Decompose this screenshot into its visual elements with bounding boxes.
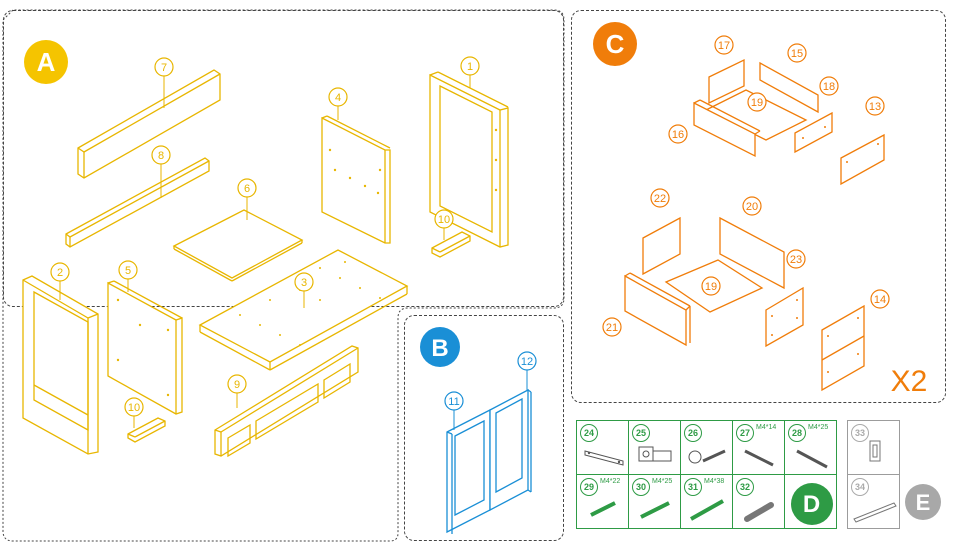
callout-c-2: 18 [823,81,835,93]
hardware-31-size: M4*38 [704,478,725,485]
hardware-33-number: 33 [851,424,869,442]
callout-c-9: 19 [705,281,717,293]
part-10-foot-left [127,417,166,443]
hardware-25-number: 25 [632,424,650,442]
callout-c-3: 19 [751,97,763,109]
hardware-32: 32 [732,474,785,529]
part-8-rail [65,157,210,248]
hardware-30-size: M4*25 [652,478,673,485]
hardware-grid-d: 24 25 26 27 M4*14 28 M4*25 29 M4*22 30 M… [576,420,840,529]
part-6-shelf [172,209,304,282]
callout-a-7: 5 [125,265,131,277]
hardware-30-number: 30 [632,478,650,496]
callout-a-8: 3 [301,277,307,289]
cam-bolt-icon [688,449,726,464]
section-badges: A C B X2 [24,22,927,398]
screw-icon [744,449,774,467]
part-9-front [214,345,359,458]
callout-a-0: 7 [161,62,167,74]
callout-a-9: 10 [128,402,140,414]
hardware-25: 25 [628,420,681,475]
callout-c-11: 14 [874,294,886,306]
screw-icon [590,501,616,517]
callout-a-3: 8 [158,150,164,162]
hardware-30: 30 M4*25 [628,474,681,529]
callout-a-5: 10 [438,214,450,226]
section-c-badge: C [606,29,625,59]
hardware-28-number: 28 [788,424,806,442]
handle-icon [853,502,897,523]
hardware-24-number: 24 [580,424,598,442]
hardware-31: 31 M4*38 [680,474,733,529]
hardware-34-number: 34 [851,478,869,496]
hardware-31-number: 31 [684,478,702,496]
screw-icon [640,501,670,519]
knob-icon [869,440,881,462]
hardware-32-number: 32 [736,478,754,496]
quantity-multiplier: X2 [891,365,928,398]
hardware-28: 28 M4*25 [784,420,837,475]
part-7-board [77,69,221,179]
dowel-icon [744,502,774,522]
section-d-label: D [802,491,821,518]
section-a-badge: A [37,47,56,77]
callout-b-1: 12 [521,356,533,368]
part-1-frame [429,71,509,248]
callout-c-7: 20 [746,201,758,213]
callout-b-0: 11 [448,396,459,408]
cam-lock-rail-icon [584,450,624,466]
section-c-parts [624,58,885,392]
part-12-door [489,388,532,512]
section-a-parts [22,69,509,458]
part-4-panel [321,115,391,244]
callout-c-10: 21 [606,322,618,334]
part-11-door [446,408,491,534]
callout-c-0: 17 [718,40,730,52]
hardware-29-number: 29 [580,478,598,496]
hardware-29-size: M4*22 [600,478,621,485]
screw-icon [690,499,724,521]
section-b-parts [446,388,532,534]
section-c-panel [571,10,946,403]
section-d-badge-cell: D [784,474,837,529]
hardware-26-number: 26 [684,424,702,442]
hardware-27-size: M4*14 [756,424,777,431]
hardware-26: 26 [680,420,733,475]
hinge-icon [638,446,672,462]
screw-icon [796,449,828,469]
part-2-frame [22,275,99,455]
callout-c-4: 16 [672,129,684,141]
callout-c-5: 13 [869,101,881,113]
hardware-27-number: 27 [736,424,754,442]
section-e-badge [905,484,941,520]
section-b-panel [404,315,564,541]
section-e-label: E [915,490,931,515]
section-b-badge: B [431,335,448,362]
callout-c-8: 23 [790,254,802,266]
callout-c-6: 22 [654,193,666,205]
callout-a-2: 1 [467,61,473,73]
hardware-28-size: M4*25 [808,424,829,431]
hardware-29: 29 M4*22 [576,474,629,529]
part-14-panel [821,304,865,392]
hardware-27: 27 M4*14 [732,420,785,475]
part-13-panel [840,133,885,186]
drawer-top [693,58,833,158]
hardware-grid-e: 33 34 E [847,420,947,529]
callout-a-6: 2 [57,267,63,279]
callout-a-1: 4 [335,92,341,104]
part-5-panel [107,280,183,415]
hardware-34: 34 [847,474,900,529]
section-d-badge [791,483,833,525]
hardware-24: 24 [576,420,629,475]
part-callouts: 7 4 1 8 6 10 2 5 3 10 9 11 12 17 1 [50,35,890,430]
callout-a-4: 6 [244,183,250,195]
callout-c-1: 15 [791,48,803,60]
part-10-foot-right [431,231,471,258]
callout-a-10: 9 [234,379,240,391]
hardware-33: 33 [847,420,900,475]
